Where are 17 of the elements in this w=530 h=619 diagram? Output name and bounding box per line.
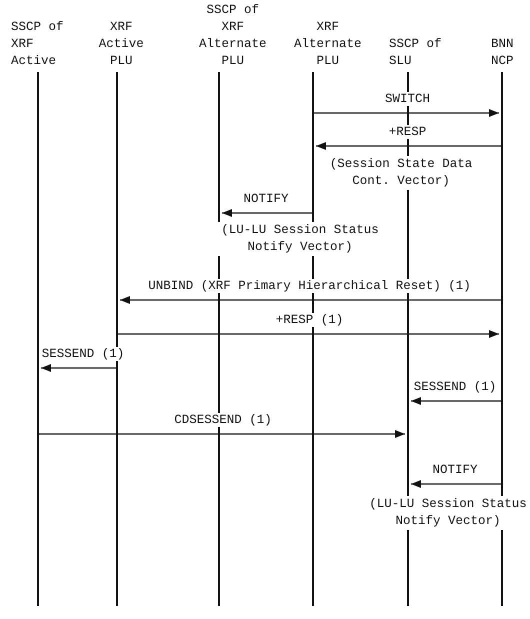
participant-label: BNN NCP [491,36,514,70]
participant-label: XRF Active PLU [98,19,145,70]
arrow [41,364,117,372]
arrow [222,209,313,217]
arrow [411,480,502,488]
arrow [316,142,502,150]
arrow [411,397,502,405]
arrow [120,296,502,304]
participant-label: XRF Alternate PLU [294,19,362,70]
edge-label: SWITCH [383,92,432,106]
arrow [117,330,499,338]
edge-label: +RESP [386,125,428,139]
arrow [38,430,405,438]
participant-label: SSCP of SLU [389,36,442,70]
participant-label: SSCP of XRF Active [11,19,65,70]
participant-label: SSCP of XRF Alternate PLU [199,2,266,70]
arrow [313,109,499,117]
